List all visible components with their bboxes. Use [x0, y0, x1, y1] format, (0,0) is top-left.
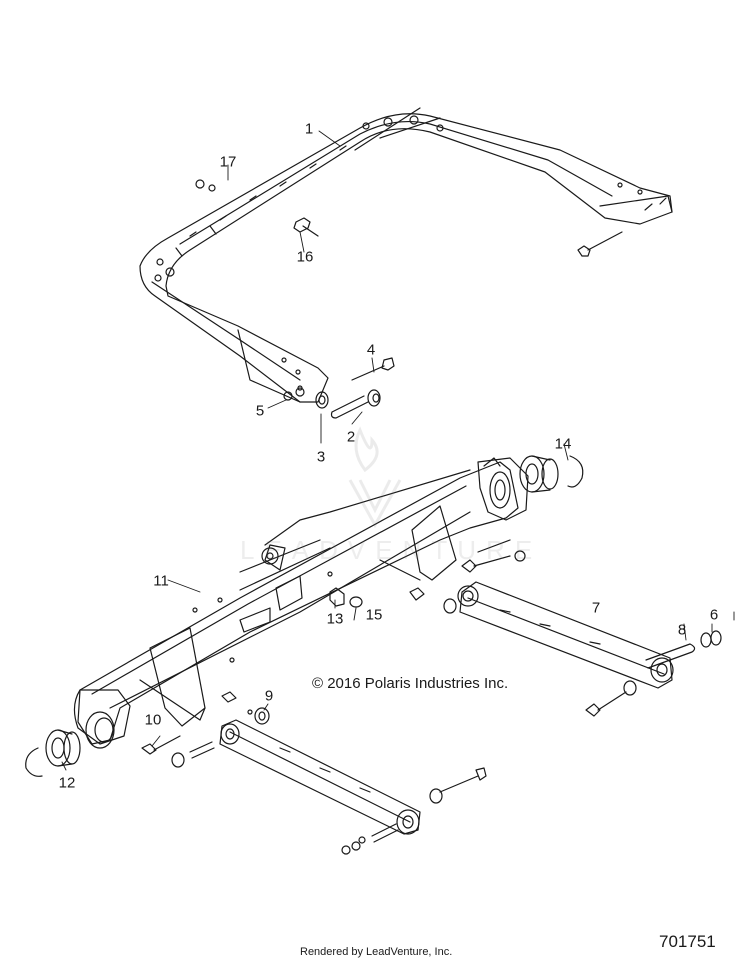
callout-14: 14 [554, 435, 572, 453]
callout-12: 12 [58, 774, 76, 792]
washer-right-upper [514, 550, 526, 562]
watermark-text: LEADVENTURE [240, 535, 543, 565]
footer-credit: Rendered by LeadVenture, Inc. [300, 946, 453, 958]
o-ring-part-15 [349, 596, 363, 608]
snap-ring-part-14 [567, 455, 584, 488]
sleeve-part-2 [330, 389, 381, 419]
bushing-right-upper [443, 598, 457, 614]
trailing-arm-part-7 [457, 581, 674, 689]
pin-lower [371, 823, 399, 843]
callout-7: 7 [591, 599, 601, 617]
callout-6: 6 [709, 606, 719, 624]
callout-11: 11 [153, 572, 169, 590]
bushing-lower-right [429, 788, 443, 804]
bolt-right-upper-2 [477, 539, 511, 553]
bolt-right-upper [461, 555, 511, 573]
sleeve-left [189, 741, 215, 759]
bearing-left [45, 729, 81, 767]
bolt-part-16 [293, 217, 319, 237]
callout-4: 4 [366, 341, 376, 359]
bolt-part-10 [141, 735, 181, 755]
upper-right-bolt [577, 231, 623, 257]
bushing-part-9 [247, 707, 270, 725]
callout-1: 1 [304, 120, 314, 138]
nut-left-upper [221, 691, 237, 703]
pin-part-8 [645, 643, 696, 669]
callout-15: 15 [365, 606, 383, 624]
nut-part-5 [283, 387, 305, 401]
callout-2: 2 [346, 428, 356, 446]
bolt-lower-right [439, 767, 487, 793]
bushing-left [171, 752, 185, 768]
nut-part-17 [195, 179, 216, 192]
trailing-arm-lower [219, 719, 421, 835]
callout-3: 3 [316, 448, 326, 466]
copyright-notice: © 2016 Polaris Industries Inc. [312, 675, 509, 692]
callout-16: 16 [296, 248, 314, 266]
axle-housing-part-11 [73, 457, 529, 749]
bolt-part-4 [351, 357, 395, 381]
callout-13: 13 [326, 610, 344, 628]
callout-5: 5 [255, 402, 265, 420]
bushing-right-lower [623, 680, 637, 696]
nut-right-upper [409, 587, 425, 601]
snap-ring-part-12 [25, 747, 43, 777]
callout-9: 9 [264, 687, 274, 705]
callout-10: 10 [144, 711, 162, 729]
nut-lower [341, 836, 366, 855]
breather-part-13 [329, 587, 345, 607]
leader-lines [61, 130, 735, 771]
nut-part-6 [700, 630, 722, 648]
callout-17: 17 [219, 153, 237, 171]
bearing-right [519, 455, 559, 493]
upper-frame-part-1 [139, 107, 673, 403]
watermark-logo [348, 426, 402, 529]
diagram-number: 701751 [659, 932, 716, 951]
callout-8: 8 [677, 621, 687, 639]
bushing-part-3 [315, 391, 329, 409]
bolt-right-lower [585, 691, 627, 717]
